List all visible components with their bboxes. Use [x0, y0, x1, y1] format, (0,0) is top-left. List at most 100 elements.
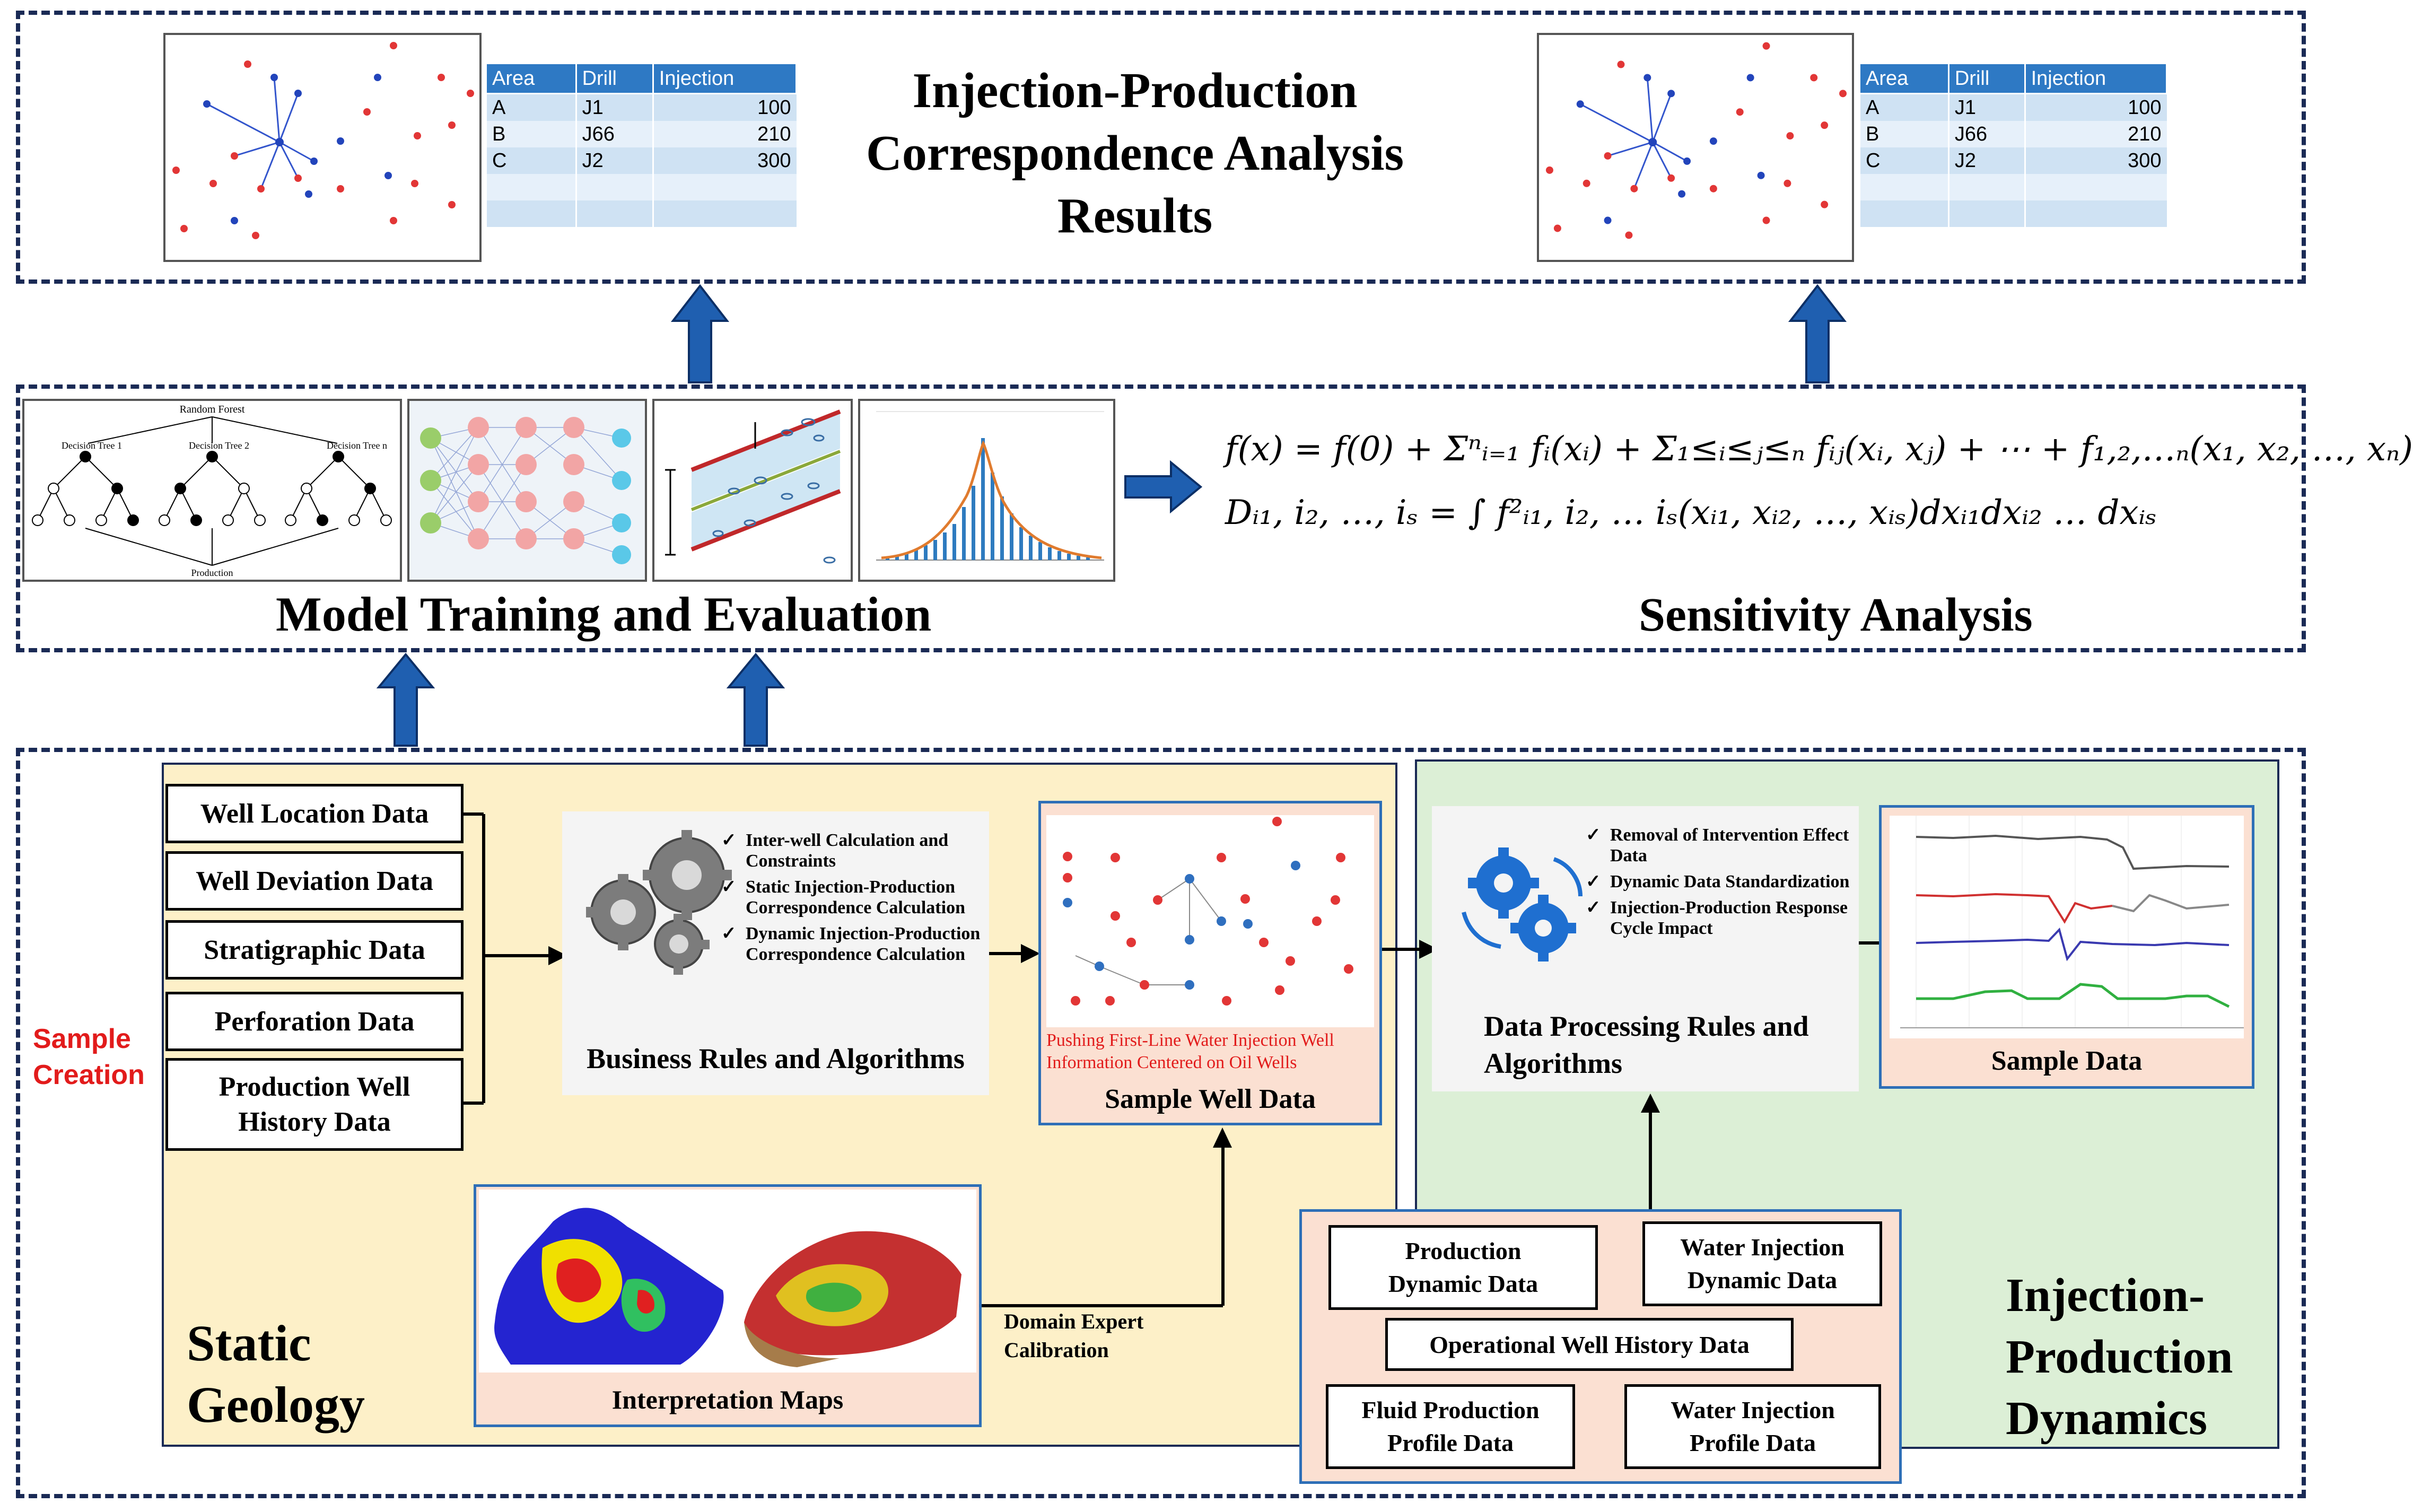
training-label: Model Training and Evaluation	[276, 587, 932, 641]
sample-data-title: Sample Data	[1991, 1046, 2143, 1076]
table-row	[485, 174, 797, 200]
table-row	[1859, 174, 2167, 200]
col-header[interactable]: Injection	[2024, 63, 2168, 94]
col-header[interactable]: Area	[485, 63, 577, 94]
check-icon: ✓	[1586, 872, 1601, 892]
results-title: Injection-Production Correspondence Anal…	[865, 63, 1404, 243]
svm-panel	[652, 399, 853, 582]
well-location-box: Well Location Data	[165, 784, 464, 843]
network-plot-right	[1537, 33, 1854, 262]
rf-tree-label: Decision Tree 2	[189, 440, 249, 451]
sample-creation-section	[16, 748, 2306, 1498]
data-processing-panel: ✓Removal of Intervention Effect Data ✓Dy…	[1432, 806, 1859, 1091]
up-arrow-icon	[1788, 284, 1847, 383]
arrow-head-icon	[1021, 944, 1040, 963]
static-geology-label: Static Geology	[187, 1315, 365, 1433]
distribution-histogram	[876, 411, 1104, 561]
business-rules-list: ✓Inter-well Calculation and Constraints …	[721, 831, 981, 965]
arrow-head-icon	[548, 946, 567, 965]
operational-history-box: Operational Well History Data	[1385, 1318, 1794, 1371]
right-arrow-line	[989, 944, 1040, 963]
time-series-lines	[1900, 816, 2244, 1028]
sample-creation-label: Sample Creation	[33, 1024, 145, 1090]
sample-well-note: Pushing First-Line Water Injection Well …	[1046, 1030, 1334, 1072]
gears-icon	[586, 830, 732, 975]
sobol-variance-formula: Dᵢ₁, i₂, …, iₛ = ∫ f²ᵢ₁, i₂, … iₛ(xᵢ₁, x…	[1225, 493, 2157, 532]
random-forest-panel: Random Forest Decision Tree 1 Decision T…	[22, 399, 402, 582]
calibration-connector	[982, 1128, 1232, 1307]
network-plot-left	[163, 33, 482, 262]
check-icon: ✓	[1586, 825, 1601, 845]
dynamics-label: Injection- Production Dynamics	[2006, 1269, 2233, 1445]
sensitivity-label: Sensitivity Analysis	[1639, 589, 2033, 641]
input-connector	[464, 812, 567, 1105]
arrow-head-icon	[1641, 1094, 1660, 1113]
up-arrow-icon	[726, 652, 785, 747]
sample-well-panel: Pushing First-Line Water Injection Well …	[1038, 801, 1382, 1125]
check-icon: ✓	[721, 831, 737, 850]
rf-title: Random Forest	[180, 404, 245, 415]
up-arrow-icon	[376, 652, 435, 747]
production-well-history-box: Production Well History Data	[165, 1058, 464, 1151]
check-icon: ✓	[1586, 898, 1601, 918]
sample-well-title: Sample Well Data	[1105, 1084, 1316, 1114]
rf-tree-label: Decision Tree 1	[62, 440, 122, 451]
water-injection-dynamic-box: Water Injection Dynamic Data	[1642, 1221, 1882, 1306]
histogram-panel	[858, 399, 1115, 582]
table-row	[1859, 200, 2167, 227]
calibration-label: Domain Expert Calibration	[1004, 1309, 1144, 1362]
well-scatter-graph	[1063, 817, 1353, 1006]
well-network-graph	[172, 42, 474, 239]
up-arrow-icon	[670, 284, 730, 383]
sample-data-panel: Sample Data	[1879, 805, 2254, 1089]
geology-maps-illustration	[494, 1208, 961, 1367]
sample-well-plot	[1046, 815, 1374, 1027]
right-arrow-line	[1382, 940, 1438, 959]
col-header[interactable]: Drill	[575, 63, 654, 94]
arrow-head-icon	[1213, 1128, 1232, 1148]
perforation-box: Perforation Data	[165, 992, 464, 1051]
neural-network-panel	[407, 399, 647, 582]
neural-network-diagram	[420, 417, 631, 564]
stratigraphic-box: Stratigraphic Data	[165, 920, 464, 980]
rf-tree-label: Decision Tree n	[327, 440, 387, 451]
rf-output-label: Production	[191, 567, 233, 578]
water-profile-box: Water Injection Profile Data	[1624, 1384, 1881, 1469]
col-header[interactable]: Area	[1859, 63, 1949, 94]
interpretation-maps-panel: Interpretation Maps	[474, 1184, 982, 1427]
data-processing-list: ✓Removal of Intervention Effect Data ✓Dy…	[1586, 825, 1850, 939]
map-area	[479, 1190, 976, 1373]
well-network-graph	[1545, 42, 1847, 239]
up-arrow-line	[1641, 1094, 1660, 1209]
col-header[interactable]: Drill	[1947, 63, 2026, 94]
table-row	[485, 200, 797, 227]
business-rules-title: Business Rules and Algorithms	[587, 1043, 965, 1074]
training-section	[16, 384, 2306, 652]
check-icon: ✓	[721, 924, 737, 944]
time-series-plot	[1890, 816, 2244, 1038]
right-arrow-icon	[1124, 460, 1203, 514]
check-icon: ✓	[721, 877, 737, 897]
results-section	[16, 11, 2306, 284]
fluid-profile-box: Fluid Production Profile Data	[1326, 1384, 1575, 1469]
sobol-decomposition-formula: f(x) = f(0) + Σⁿᵢ₌₁ fᵢ(xᵢ) + Σ₁≤ᵢ≤ⱼ≤ₙ fᵢ…	[1225, 430, 2413, 469]
production-dynamic-box: Production Dynamic Data	[1328, 1225, 1598, 1310]
arrow-head-icon	[1419, 940, 1438, 959]
col-header[interactable]: Injection	[652, 63, 798, 94]
well-deviation-box: Well Deviation Data	[165, 851, 464, 911]
data-processing-title: Data Processing Rules and Algorithms	[1484, 1010, 1809, 1079]
blue-gears-icon	[1462, 847, 1583, 962]
svm-diagram	[665, 409, 841, 564]
business-rules-panel: ✓Inter-well Calculation and Constraints …	[562, 811, 989, 1095]
random-forest-diagram: Random Forest Decision Tree 1 Decision T…	[32, 404, 392, 578]
interpretation-maps-title: Interpretation Maps	[611, 1385, 844, 1414]
